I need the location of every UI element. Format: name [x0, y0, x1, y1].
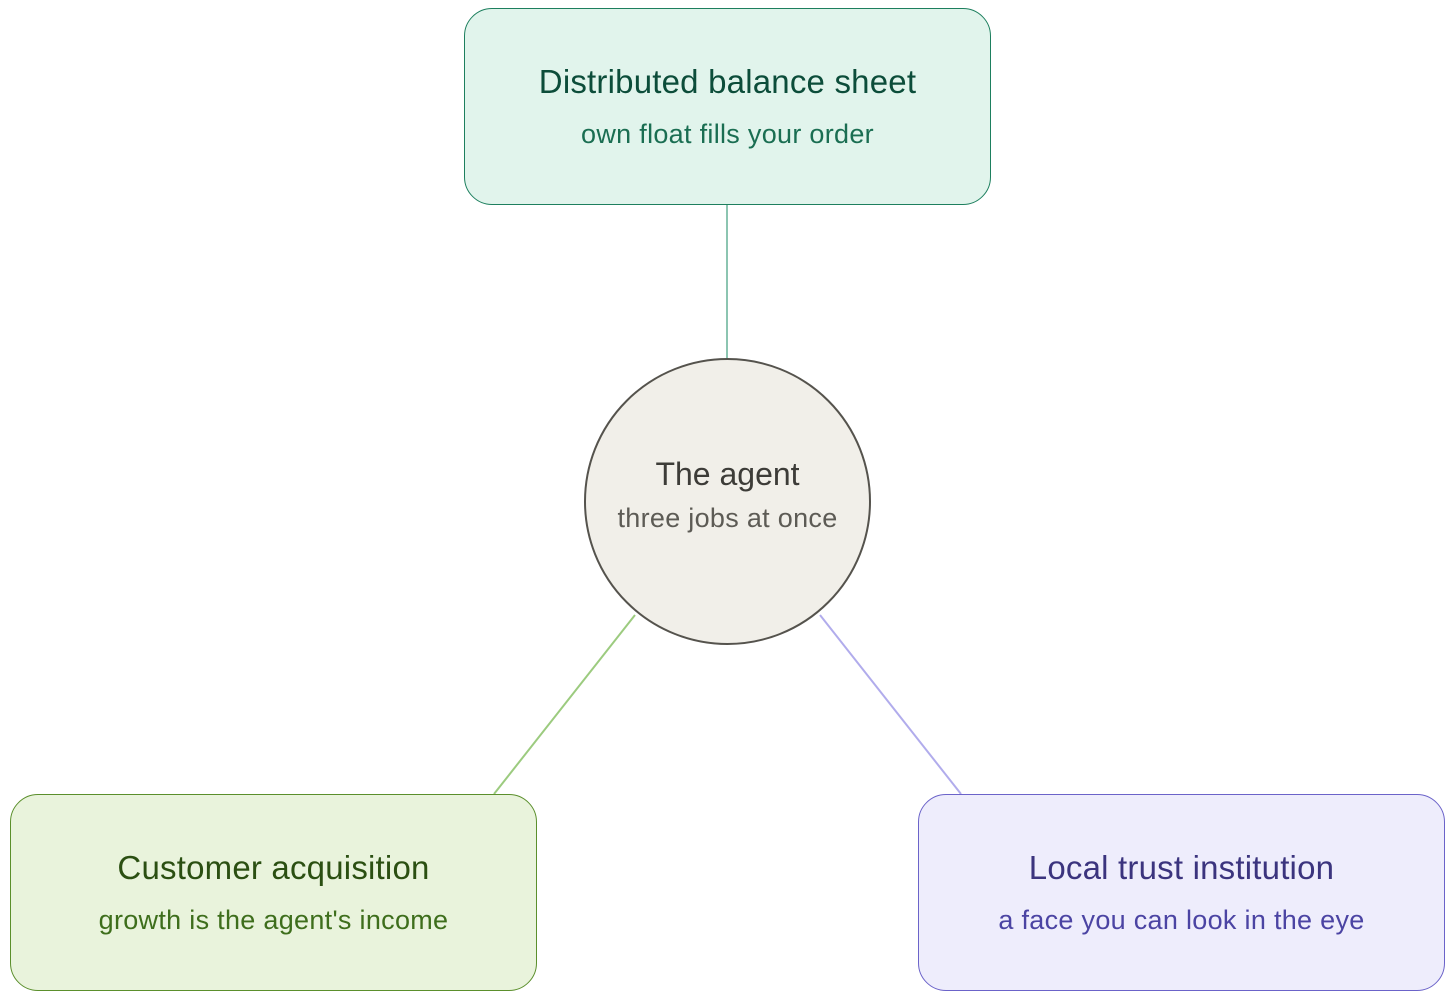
connector-left — [493, 614, 636, 795]
node-title: Distributed balance sheet — [538, 63, 917, 100]
node-subtitle: own float fills your order — [581, 119, 874, 149]
node-distributed-balance-sheet: Distributed balance sheet own float fill… — [464, 8, 991, 205]
node-subtitle: growth is the agent's income — [98, 905, 449, 935]
node-local-trust-institution: Local trust institution a face you can l… — [918, 794, 1445, 991]
connector-right — [819, 614, 962, 795]
node-subtitle: a face you can look in the eye — [998, 905, 1365, 935]
node-customer-acquisition: Customer acquisition growth is the agent… — [10, 794, 537, 991]
node-title: Customer acquisition — [117, 849, 430, 886]
node-the-agent: The agent three jobs at once — [584, 358, 871, 645]
center-title: The agent — [655, 455, 800, 492]
center-subtitle: three jobs at once — [617, 502, 838, 533]
node-title: Local trust institution — [1028, 849, 1335, 886]
